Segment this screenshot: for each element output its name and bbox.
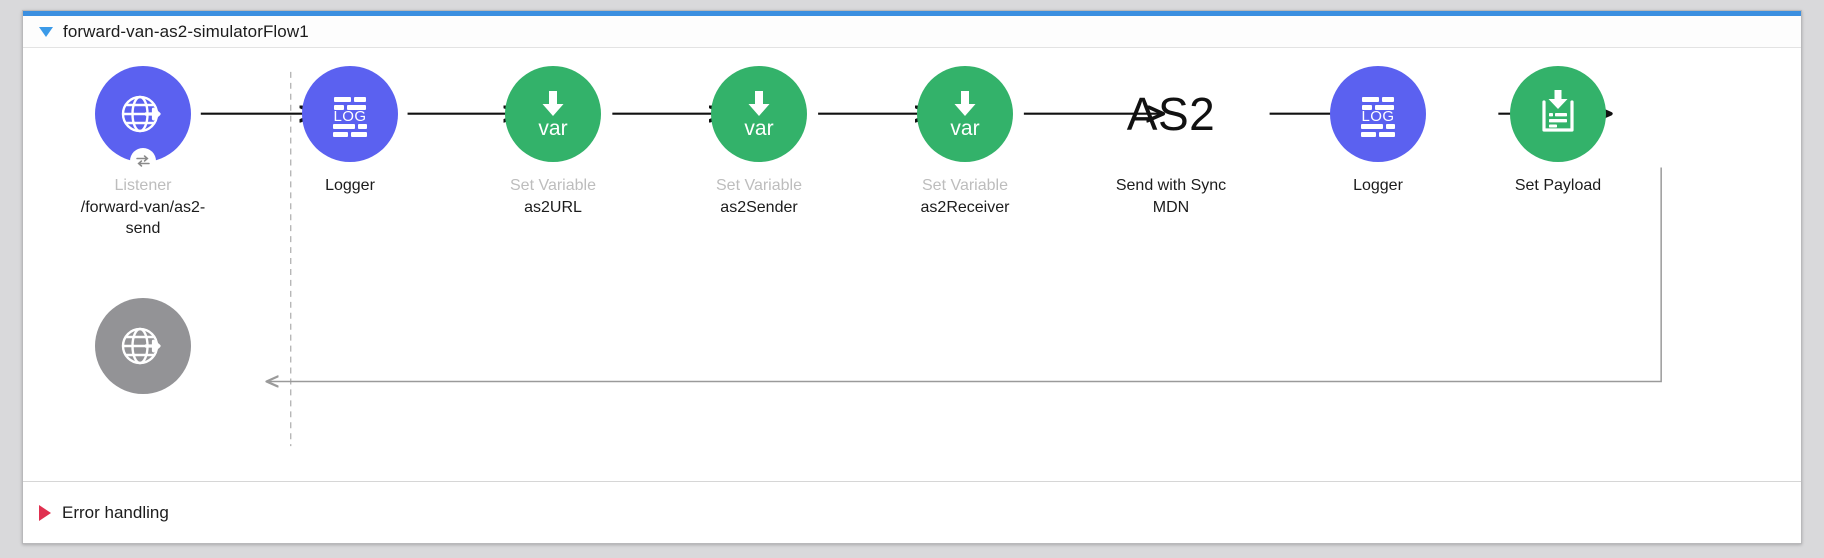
log-icon: LOG: [333, 97, 367, 137]
node-logger-1[interactable]: LOG Logger: [275, 66, 425, 196]
set-variable-circle[interactable]: var: [711, 66, 807, 162]
node-set-variable-as2receiver[interactable]: var Set Variable as2Receiver: [890, 66, 1040, 218]
node-set-payload[interactable]: Set Payload: [1483, 66, 1633, 196]
node-label: Set Variable: [716, 177, 802, 194]
svg-text:LOG: LOG: [1362, 108, 1395, 125]
flow-window: forward-van-as2-simulatorFlow1: [22, 10, 1802, 544]
node-sublabel: MDN: [1152, 199, 1190, 216]
set-payload-circle[interactable]: [1510, 66, 1606, 162]
node-error-source[interactable]: [68, 298, 218, 394]
var-down-arrow-icon: var: [538, 91, 568, 140]
var-down-arrow-icon: var: [744, 91, 774, 140]
globe-arrow-icon: [121, 327, 161, 365]
as2-text-icon: AS2: [1126, 88, 1216, 140]
node-sublabel: /forward-van/as2-send: [80, 199, 206, 237]
var-down-arrow-icon: var: [950, 91, 980, 140]
globe-arrow-icon: [121, 95, 161, 133]
logger-circle[interactable]: LOG: [1330, 66, 1426, 162]
flow-title: forward-van-as2-simulatorFlow1: [63, 21, 309, 41]
node-sublabel: as2Receiver: [920, 199, 1010, 216]
node-sublabel: as2Sender: [720, 199, 798, 216]
error-source-circle[interactable]: [95, 298, 191, 394]
node-listener[interactable]: Listener /forward-van/as2-send: [68, 66, 218, 239]
error-handling-section[interactable]: Error handling: [23, 481, 1801, 543]
error-handling-title: Error handling: [62, 502, 169, 522]
flow-header[interactable]: forward-van-as2-simulatorFlow1: [23, 16, 1801, 48]
node-label: Logger: [325, 177, 375, 194]
logger-circle[interactable]: LOG: [302, 66, 398, 162]
svg-text:var: var: [538, 117, 567, 140]
node-logger-2[interactable]: LOG Logger: [1303, 66, 1453, 196]
node-label: Send with Sync: [1115, 177, 1227, 194]
svg-text:var: var: [950, 117, 979, 140]
triangle-right-icon[interactable]: [39, 504, 51, 521]
set-payload-icon: [1542, 90, 1574, 132]
set-variable-circle[interactable]: var: [505, 66, 601, 162]
set-variable-circle[interactable]: var: [917, 66, 1013, 162]
svg-text:var: var: [744, 117, 773, 140]
node-label: Logger: [1353, 177, 1403, 194]
node-set-variable-as2url[interactable]: var Set Variable as2URL: [478, 66, 628, 218]
node-sublabel: as2URL: [524, 199, 582, 216]
node-label: Set Payload: [1514, 177, 1602, 194]
listener-circle[interactable]: [95, 66, 191, 174]
log-icon: LOG: [1361, 97, 1395, 137]
node-set-variable-as2sender[interactable]: var Set Variable as2Sender: [684, 66, 834, 218]
flow-canvas[interactable]: Listener /forward-van/as2-send: [23, 48, 1801, 481]
svg-text:LOG: LOG: [334, 108, 367, 125]
node-label: Set Variable: [510, 177, 596, 194]
node-label: Set Variable: [922, 177, 1008, 194]
window-accent-bar: [23, 11, 1801, 16]
exchange-icon: [130, 148, 156, 174]
node-label: Listener: [114, 177, 172, 194]
triangle-down-icon[interactable]: [39, 26, 53, 37]
node-as2-send[interactable]: AS2 Send with Sync MDN: [1096, 66, 1246, 218]
